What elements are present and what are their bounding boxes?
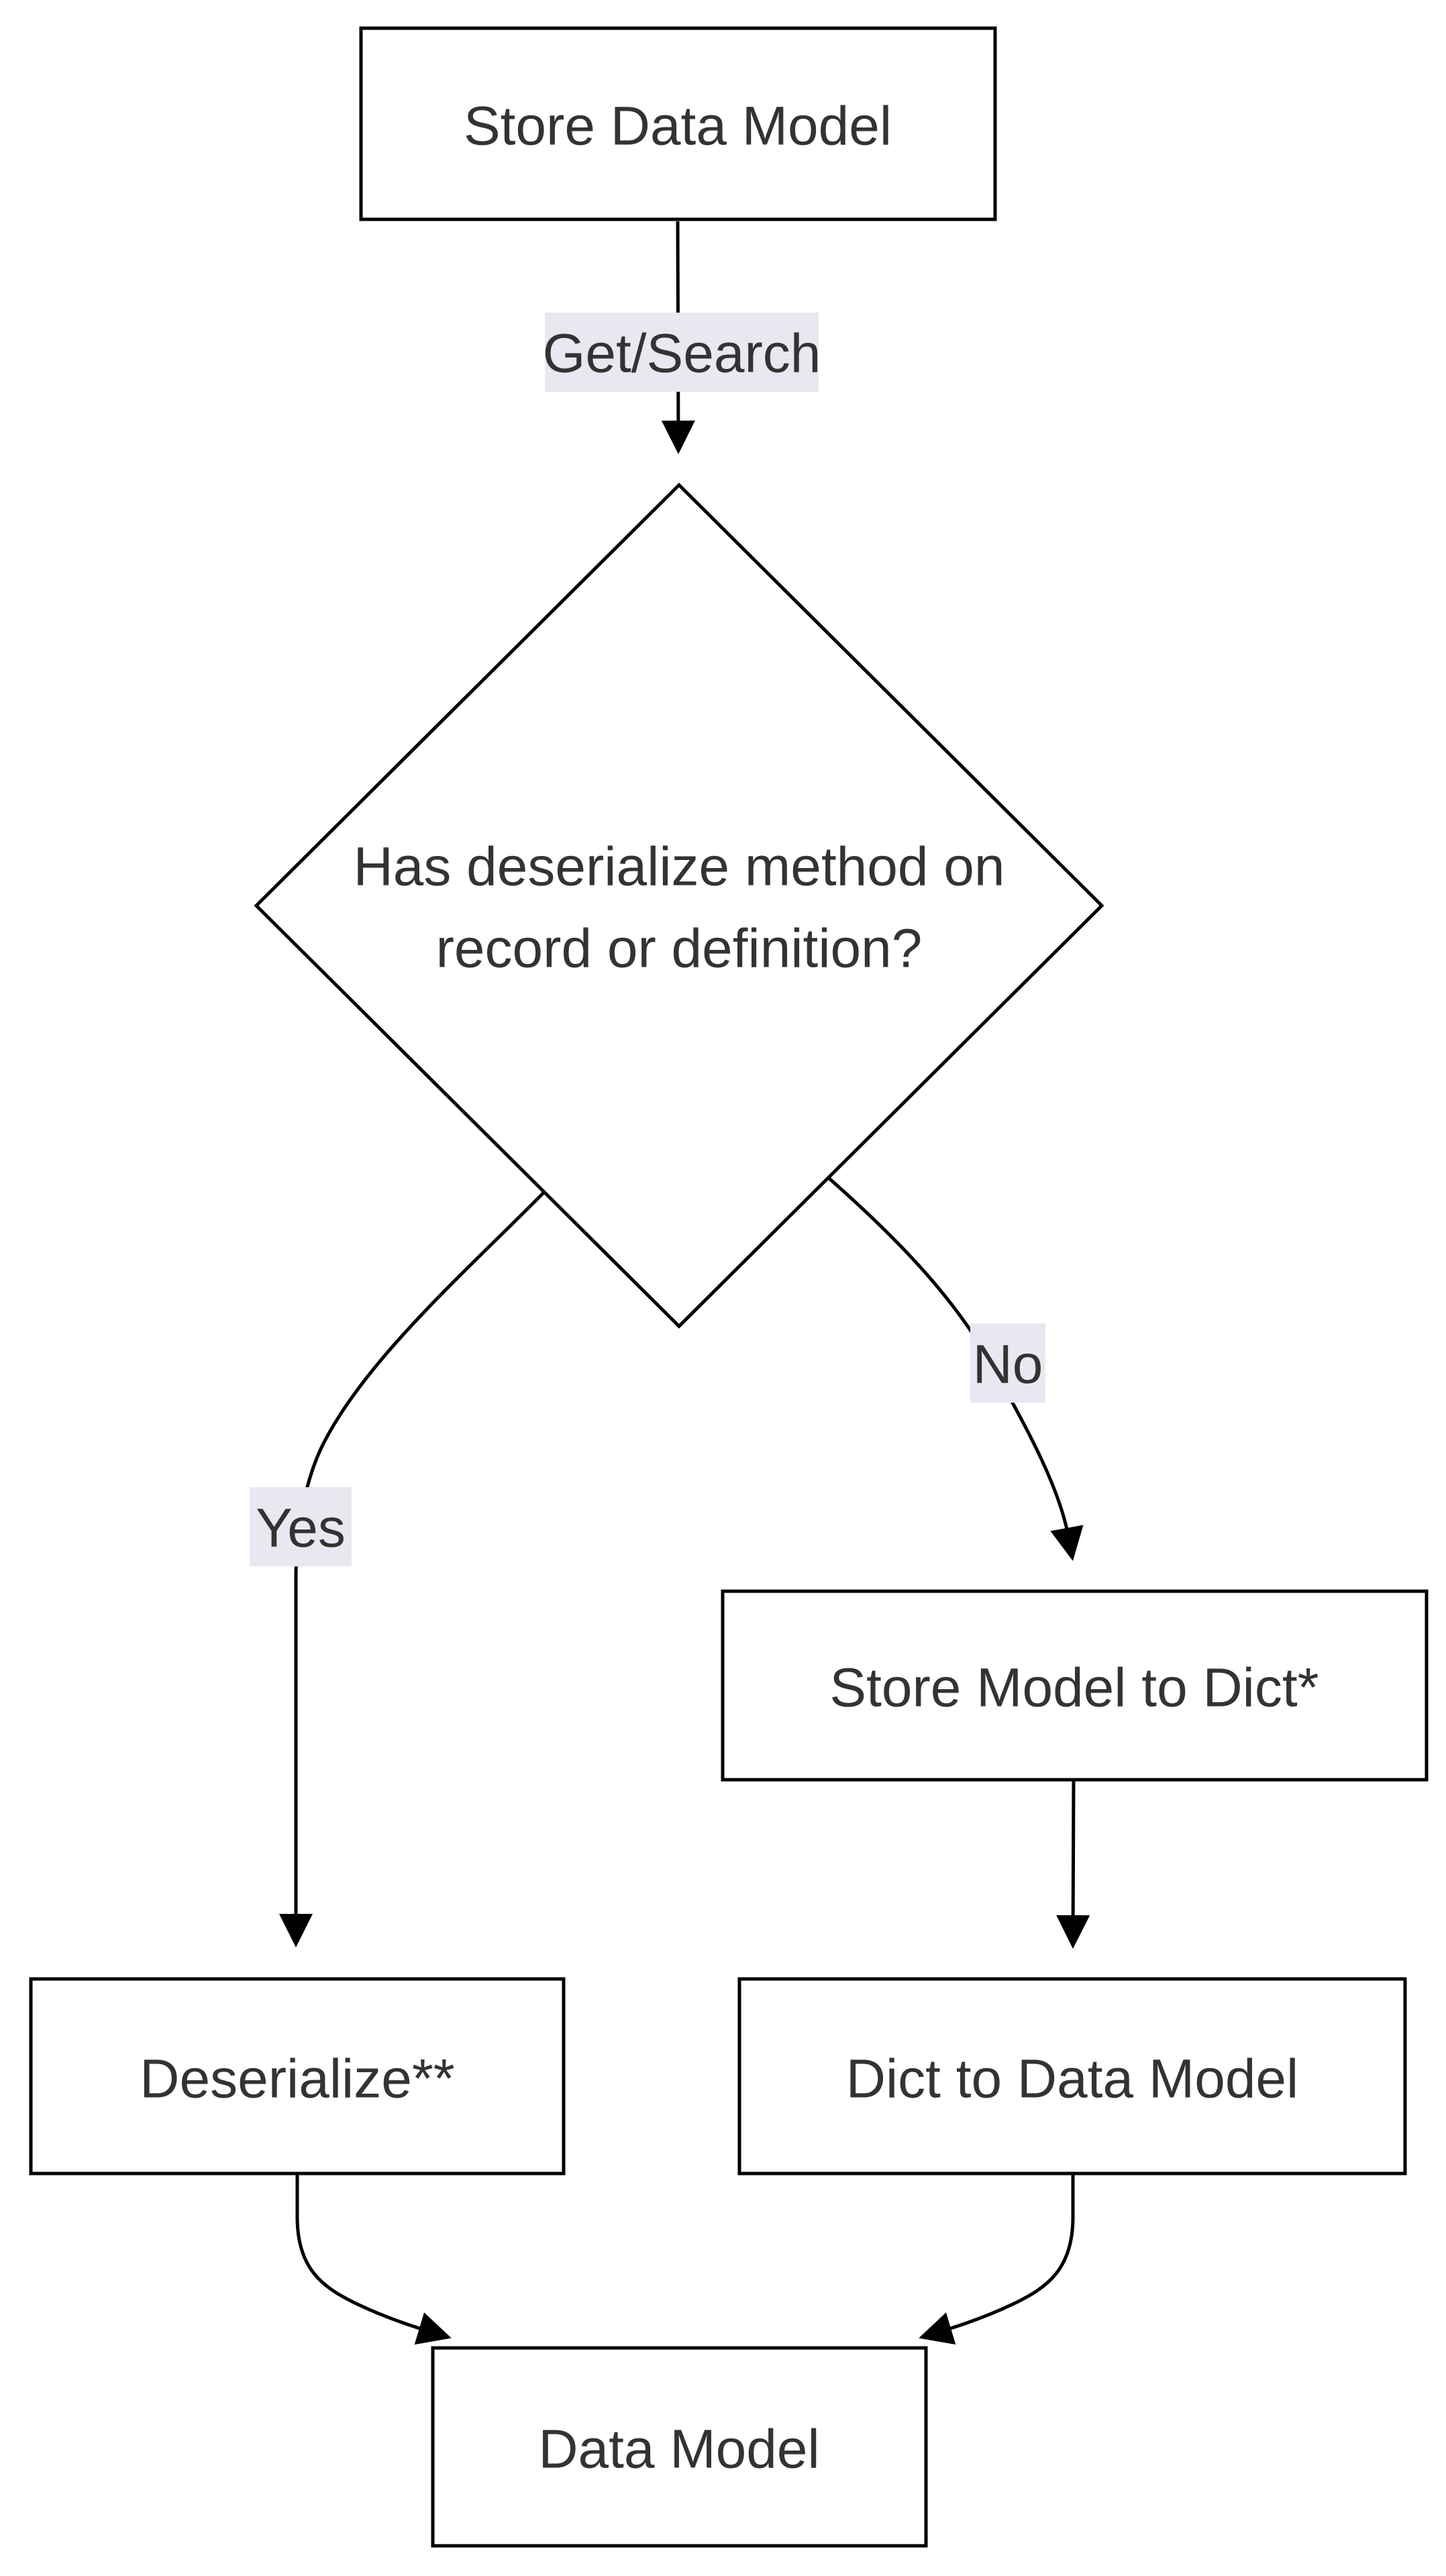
- edge-label-get-search-text: Get/Search: [543, 323, 821, 384]
- node-decision-label-line1: Has deserialize method on: [354, 837, 1005, 898]
- node-store-model-to-dict-label: Store Model to Dict*: [829, 1658, 1319, 1719]
- edge-label-no: No: [970, 1324, 1045, 1403]
- node-data-model-shape: [431, 2346, 928, 2548]
- node-decision-label-line2: record or definition?: [436, 918, 923, 979]
- node-data-model-label: Data Model: [538, 2419, 819, 2480]
- node-data-model: Data Model: [431, 2346, 928, 2548]
- node-deserialize-shape: [29, 1977, 566, 2176]
- edge-label-yes: Yes: [250, 1487, 352, 1566]
- node-decision-diamond-shape: [254, 482, 1104, 1329]
- node-store-model-to-dict: Store Model to Dict*: [721, 1589, 1429, 1782]
- edge-labels-layer: Get/Search Yes No: [250, 313, 1045, 1566]
- edge-label-no-text: No: [973, 1334, 1043, 1395]
- edge-label-yes-text: Yes: [256, 1498, 346, 1559]
- node-deserialize-label: Deserialize**: [140, 2049, 454, 2110]
- edge-store-model-to-dict-to-dict-to-data-model: [1056, 1780, 1090, 1949]
- node-dict-to-data-model-label: Dict to Data Model: [846, 2049, 1299, 2110]
- node-dict-to-data-model: Dict to Data Model: [737, 1977, 1407, 2176]
- edge-label-get-search: Get/Search: [543, 313, 821, 392]
- edge-decision-to-deserialize: [279, 1190, 546, 1947]
- edge-deserialize-to-data-model: [295, 2175, 452, 2345]
- edge-label-get-search-bg: [545, 313, 819, 392]
- node-store-data-model-shape: [359, 26, 997, 221]
- node-store-data-model-label: Store Data Model: [464, 96, 892, 157]
- nodes-layer: Store Data Model Has deserialize method …: [29, 26, 1429, 2548]
- edge-dict-to-data-model-to-data-model: [919, 2175, 1075, 2345]
- node-deserialize: Deserialize**: [29, 1977, 566, 2176]
- node-decision-diamond: Has deserialize method on record or defi…: [254, 482, 1104, 1329]
- node-store-model-to-dict-shape: [721, 1589, 1429, 1782]
- edge-label-yes-bg: [250, 1487, 352, 1566]
- node-dict-to-data-model-shape: [737, 1977, 1407, 2176]
- edge-label-no-bg: [970, 1324, 1045, 1403]
- node-store-data-model: Store Data Model: [359, 26, 997, 221]
